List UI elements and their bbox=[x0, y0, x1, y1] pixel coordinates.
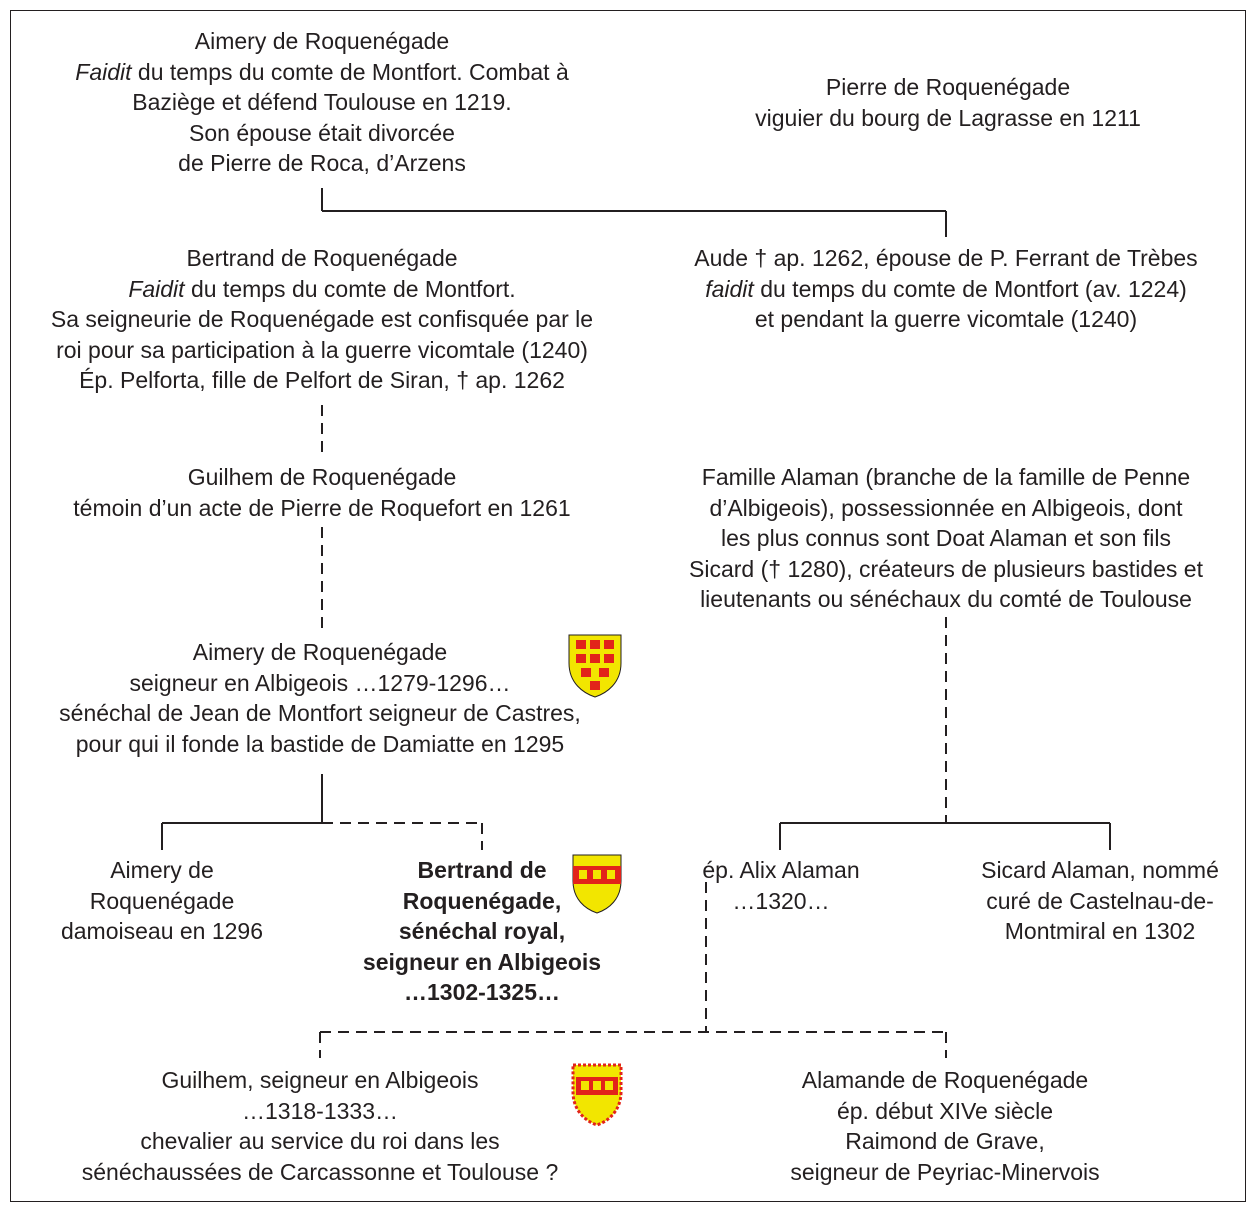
person-detail: Raimond de Grave, bbox=[845, 1128, 1045, 1154]
person-name: Aimery de Roquenégade bbox=[194, 28, 450, 54]
family-detail: lieutenants ou sénéchaux du comté de Tou… bbox=[700, 586, 1192, 612]
person-name: Aimery de Roquenégade bbox=[192, 639, 448, 665]
family-detail: d’Albigeois), possessionnée en Albigeois… bbox=[709, 494, 1183, 521]
person-guilhem-2: Guilhem, seigneur en Albigeois …1318-133… bbox=[22, 1065, 618, 1187]
person-sicard-alaman: Sicard Alaman, nommé curé de Castelnau-d… bbox=[950, 855, 1250, 947]
person-detail: seigneur en Albigeois bbox=[362, 948, 602, 975]
person-detail: et pendant la guerre vicomtale (1240) bbox=[754, 306, 1138, 332]
person-name: ép. Alix Alaman bbox=[702, 857, 860, 883]
person-name: Sicard Alaman, nommé bbox=[981, 857, 1219, 883]
person-detail: seigneur de Peyriac-Minervois bbox=[790, 1158, 1100, 1185]
coat-of-arms-aimery-icon bbox=[568, 634, 622, 698]
person-detail: Baziège et défend Toulouse en 1219. bbox=[132, 89, 512, 115]
detail-text: du temps du comte de Montfort. Combat à bbox=[131, 58, 569, 85]
person-detail: ép. début XIVe siècle bbox=[836, 1097, 1054, 1124]
person-detail: témoin d’un acte de Pierre de Roquefort … bbox=[73, 494, 571, 521]
person-detail: pour qui il fonde la bastide de Damiatte… bbox=[75, 730, 565, 757]
coat-of-arms-guilhem-icon bbox=[571, 1063, 623, 1127]
italic-term: faidit bbox=[705, 275, 754, 302]
italic-term: Faidit bbox=[128, 275, 185, 302]
person-detail: …1320… bbox=[732, 887, 830, 914]
family-detail: Sicard († 1280), créateurs de plusieurs … bbox=[689, 555, 1203, 582]
family-detail: Famille Alaman (branche de la famille de… bbox=[701, 464, 1191, 490]
person-alix-alaman: ép. Alix Alaman …1320… bbox=[668, 855, 894, 916]
person-aude: Aude † ap. 1262, épouse de P. Ferrant de… bbox=[640, 243, 1252, 335]
person-pierre-de-roquenegade: Pierre de Roquenégade viguier du bourg d… bbox=[720, 72, 1176, 133]
person-name: Bertrand de Roquenégade bbox=[186, 245, 458, 271]
person-detail: Faidit du temps du comte de Montfort. bbox=[32, 274, 612, 305]
detail-text: du temps du comte de Montfort (av. 1224) bbox=[753, 275, 1187, 302]
person-detail: Faidit du temps du comte de Montfort. Co… bbox=[37, 57, 607, 88]
person-aimery-de-roquenegade-1: Aimery de Roquenégade Faidit du temps du… bbox=[37, 26, 607, 179]
person-detail: …1302-1325… bbox=[404, 979, 560, 1005]
person-name: Roquenégade bbox=[89, 887, 235, 914]
person-detail: curé de Castelnau-de- bbox=[986, 887, 1214, 914]
person-detail: roi pour sa participation à la guerre vi… bbox=[56, 336, 588, 363]
person-name: Alamande de Roquenégade bbox=[801, 1067, 1089, 1093]
person-detail: …1318-1333… bbox=[242, 1097, 398, 1124]
italic-term: Faidit bbox=[75, 58, 132, 85]
person-detail: sénéchal royal, bbox=[398, 918, 566, 944]
coat-of-arms-bertrand-icon bbox=[572, 854, 622, 914]
person-detail: Montmiral en 1302 bbox=[1004, 918, 1196, 944]
person-name: Guilhem de Roquenégade bbox=[187, 464, 457, 490]
person-detail: damoiseau en 1296 bbox=[60, 918, 264, 944]
person-detail: viguier du bourg de Lagrasse en 1211 bbox=[755, 104, 1141, 131]
person-name: Aude † ap. 1262, épouse de P. Ferrant de… bbox=[694, 245, 1198, 271]
person-name: Bertrand de bbox=[417, 857, 547, 883]
chart-border bbox=[10, 10, 1246, 1202]
person-detail: Sa seigneurie de Roquenégade est confisq… bbox=[50, 306, 594, 332]
person-detail: sénéchal de Jean de Montfort seigneur de… bbox=[59, 700, 581, 726]
person-bertrand-de-roquenegade-2: Bertrand de Roquenégade, sénéchal royal,… bbox=[320, 855, 644, 1008]
person-name: Guilhem, seigneur en Albigeois bbox=[161, 1067, 479, 1093]
person-aimery-de-roquenegade-3: Aimery de Roquenégade damoiseau en 1296 bbox=[40, 855, 284, 947]
person-detail: Ép. Pelforta, fille de Pelfort de Siran,… bbox=[79, 367, 565, 393]
person-detail: sénéchaussées de Carcassonne et Toulouse… bbox=[81, 1158, 559, 1185]
person-detail: seigneur en Albigeois …1279-1296… bbox=[129, 669, 511, 696]
person-detail: de Pierre de Roca, d’Arzens bbox=[178, 150, 466, 176]
detail-text: du temps du comte de Montfort. bbox=[184, 275, 516, 302]
person-name: Aimery de bbox=[110, 857, 214, 883]
person-detail: Son épouse était divorcée bbox=[189, 119, 455, 146]
family-alaman: Famille Alaman (branche de la famille de… bbox=[640, 462, 1252, 615]
person-detail: faidit du temps du comte de Montfort (av… bbox=[640, 274, 1252, 305]
dashed-connectors bbox=[319, 405, 947, 1058]
person-name: Roquenégade, bbox=[402, 887, 562, 914]
person-aimery-de-roquenegade-2: Aimery de Roquenégade seigneur en Albige… bbox=[20, 637, 620, 759]
person-bertrand-de-roquenegade-1: Bertrand de Roquenégade Faidit du temps … bbox=[32, 243, 612, 396]
family-detail: les plus connus sont Doat Alaman et son … bbox=[720, 525, 1172, 551]
person-guilhem-de-roquenegade-1: Guilhem de Roquenégade témoin d’un acte … bbox=[32, 462, 612, 523]
person-detail: chevalier au service du roi dans les bbox=[140, 1128, 500, 1154]
person-name: Pierre de Roquenégade bbox=[825, 74, 1071, 100]
person-alamande-de-roquenegade: Alamande de Roquenégade ép. début XIVe s… bbox=[720, 1065, 1170, 1187]
